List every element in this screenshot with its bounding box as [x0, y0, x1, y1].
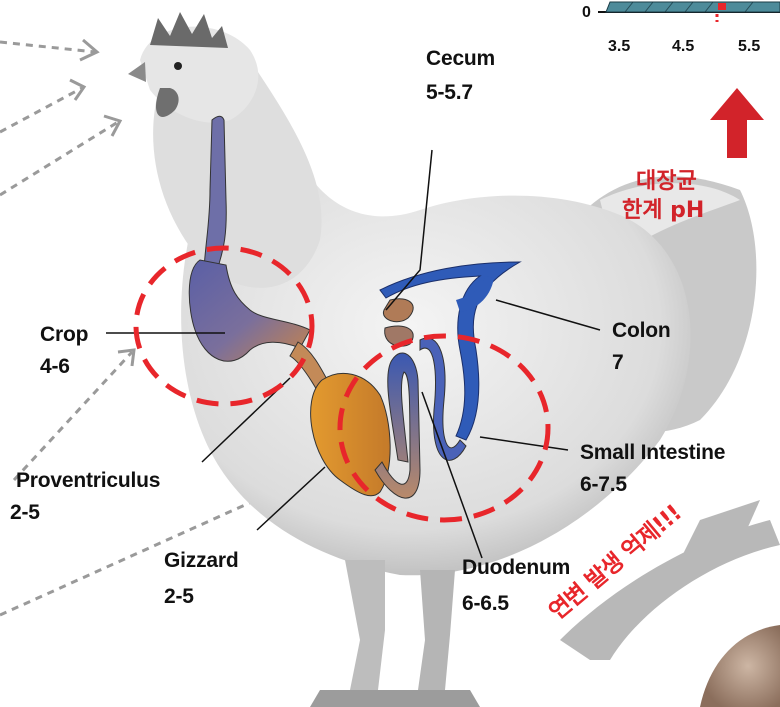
annotation-line-1: 대장균 [636, 168, 704, 197]
label-proventriculus: Proventriculus 2-5 [16, 468, 160, 527]
organ-name: Crop [40, 322, 88, 348]
chart-x-tick-3: 5.5 [738, 38, 760, 56]
nest-image [700, 625, 780, 707]
chart-zero-label: 0 [582, 4, 591, 22]
organ-ph: 6-7.5 [580, 472, 725, 498]
organ-ph: 2-5 [164, 584, 238, 610]
label-gizzard: Gizzard 2-5 [164, 548, 238, 611]
chart-x-tick-1: 3.5 [608, 38, 630, 56]
arrow-up-icon [710, 88, 764, 158]
ecoli-limit-annotation: 대장균 한계 pH [636, 168, 704, 225]
label-cecum: Cecum 5-5.7 [426, 46, 495, 107]
label-colon: Colon 7 [612, 318, 670, 377]
organ-ph: 4-6 [40, 354, 88, 380]
organ-name: Cecum [426, 46, 495, 72]
organ-name: Proventriculus [16, 468, 160, 494]
chart-x-tick-2: 4.5 [672, 38, 694, 56]
organ-name: Duodenum [462, 555, 570, 581]
label-small-intestine: Small Intestine 6-7.5 [580, 440, 725, 499]
label-crop: Crop 4-6 [40, 322, 88, 381]
annotation-line-2: 한계 pH [622, 197, 704, 226]
organ-ph: 7 [612, 350, 670, 376]
ph-chart-fragment [598, 2, 780, 22]
organ-name: Small Intestine [580, 440, 725, 466]
organ-ph: 5-5.7 [426, 80, 495, 106]
organ-name: Colon [612, 318, 670, 344]
organ-ph: 2-5 [10, 500, 160, 526]
organ-name: Gizzard [164, 548, 238, 574]
